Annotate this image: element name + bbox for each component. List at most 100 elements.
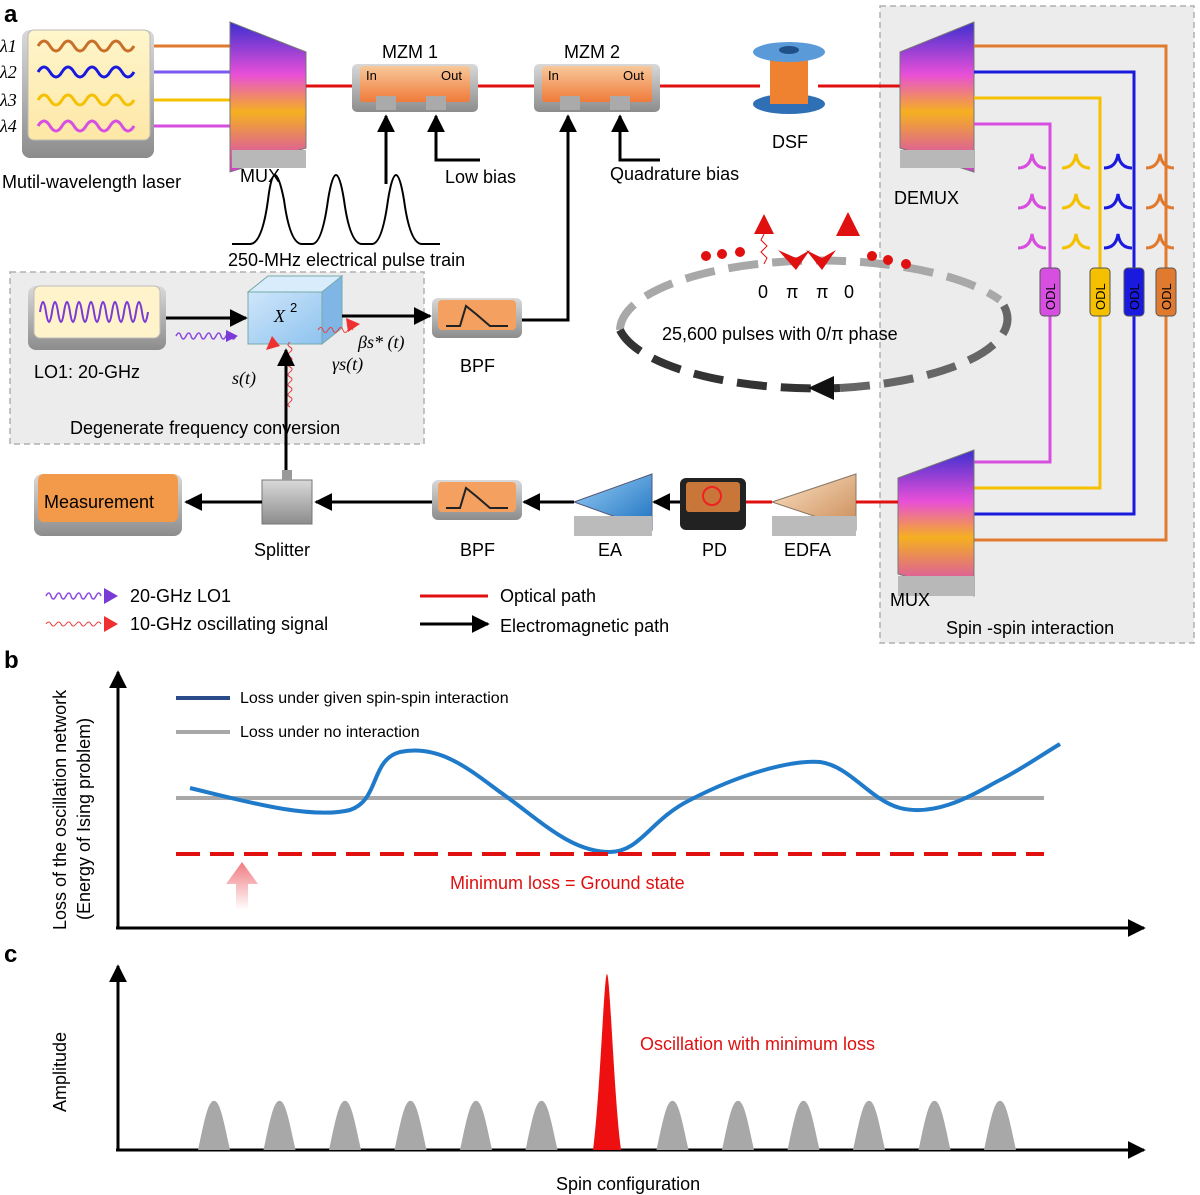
peak (656, 1100, 689, 1150)
phase-2: π (786, 282, 798, 302)
legend-given-label: Loss under given spin-spin interaction (240, 690, 509, 707)
phase-1: 0 (758, 282, 768, 302)
pulse-train-label: 250-MHz electrical pulse train (228, 250, 465, 270)
gamma-term: γs(t) (332, 354, 363, 375)
mzm2-out: Out (623, 68, 644, 83)
bpf-bottom-device (432, 480, 522, 520)
peak (329, 1100, 361, 1150)
phase-4: 0 (844, 282, 854, 302)
phase-3: π (816, 282, 828, 302)
lo1-paths (166, 309, 248, 342)
edfa-label: EDFA (784, 540, 831, 560)
xlabel-c: Spin configuration (556, 1174, 700, 1194)
panel-c-label: c (4, 941, 17, 968)
mzm1-out: Out (441, 68, 462, 83)
amplitude-peaks (198, 974, 1016, 1150)
odl-2-label: ODL (1093, 283, 1108, 310)
legend-optical: Optical path (500, 586, 596, 606)
mux-output (897, 449, 975, 597)
lambda-2: λ2 (0, 62, 17, 82)
ylabel-b-1: Loss of the oscillation network (50, 689, 70, 930)
pd-device (680, 478, 746, 530)
peak (394, 1100, 427, 1150)
mzm2-device (534, 64, 660, 112)
pulse-loop (616, 212, 1012, 400)
peak (787, 1100, 820, 1150)
measurement-label: Measurement (44, 492, 154, 512)
measurement-device (34, 474, 182, 536)
peak (918, 1100, 951, 1150)
spin-interaction-label: Spin -spin interaction (946, 618, 1114, 638)
ylabel-c: Amplitude (50, 1032, 70, 1112)
peak (525, 1100, 558, 1150)
wave-l4 (36, 119, 136, 133)
panel-a-label: a (4, 1, 18, 28)
peak (263, 1100, 296, 1150)
lambda-1: λ1 (0, 36, 17, 56)
legend-a (45, 588, 490, 633)
multi-wavelength-laser (22, 29, 154, 158)
peak (853, 1100, 885, 1150)
low-bias-label: Low bias (445, 167, 516, 187)
peak-minimum-loss (593, 974, 621, 1150)
degenerate-label: Degenerate frequency conversion (70, 418, 340, 438)
lo1-label: LO1: 20-GHz (34, 362, 140, 382)
edfa-device (770, 473, 857, 536)
laser-label: Mutil-wavelength laser (2, 172, 181, 192)
mzm-bias-arrows (377, 114, 660, 322)
mux-output-label: MUX (890, 590, 930, 610)
axes-b (109, 670, 1146, 937)
pulse-train-waveform (232, 174, 440, 245)
chi2-superscript: 2 (290, 300, 297, 315)
ea-device (572, 473, 653, 536)
splitter-label: Splitter (254, 540, 310, 560)
demux-label: DEMUX (894, 188, 959, 208)
odl-4 (1155, 267, 1177, 317)
lo1-source (28, 285, 166, 350)
wave-l2 (36, 65, 136, 79)
dsf-spool (753, 42, 825, 114)
dsf-label: DSF (772, 132, 808, 152)
bpf-bottom-label: BPF (460, 540, 495, 560)
lambda-3: λ3 (0, 90, 17, 110)
interaction-loss-curve (189, 742, 1062, 855)
legend-em: Electromagnetic path (500, 616, 669, 636)
bpf-top-label: BPF (460, 356, 495, 376)
quadrature-bias-label: Quadrature bias (610, 164, 739, 184)
ea-label: EA (598, 540, 622, 560)
odl-4-label: ODL (1159, 283, 1174, 310)
legend-osc: 10-GHz oscillating signal (130, 614, 328, 634)
loop-caption: 25,600 pulses with 0/π phase (662, 324, 898, 344)
chi2-symbol: X (273, 306, 286, 326)
minimum-loss-label: Minimum loss = Ground state (450, 873, 685, 893)
odl-3-label: ODL (1127, 283, 1142, 310)
beta-term: βs* (t) (357, 332, 404, 353)
cube-output-paths (266, 307, 432, 470)
odl-2 (1089, 267, 1111, 317)
demux-device (899, 21, 975, 173)
lambda-4: λ4 (0, 116, 17, 136)
peak (722, 1100, 754, 1150)
demux-pulse-spikes (1017, 153, 1175, 250)
pd-label: PD (702, 540, 727, 560)
odl-3 (1123, 267, 1145, 317)
peak-annotation: Oscillation with minimum loss (640, 1034, 875, 1054)
s-term: s(t) (232, 368, 256, 389)
mzm2-in: In (548, 68, 559, 83)
ground-state-arrow (226, 862, 258, 910)
panel-b-label: b (4, 647, 19, 674)
legend-lo1: 20-GHz LO1 (130, 586, 231, 606)
peak (984, 1100, 1016, 1150)
mzm1-in: In (366, 68, 377, 83)
splitter-device (261, 470, 313, 525)
wave-l1 (36, 39, 136, 53)
mux-input (229, 21, 307, 173)
chi2-crystal (246, 274, 344, 346)
bpf-top-device (432, 298, 522, 338)
wave-l3 (36, 93, 136, 107)
ylabel-b-2: (Energy of Ising problem) (74, 718, 94, 920)
mzm1-device (352, 64, 478, 112)
peak (460, 1100, 492, 1150)
peak (198, 1100, 230, 1150)
